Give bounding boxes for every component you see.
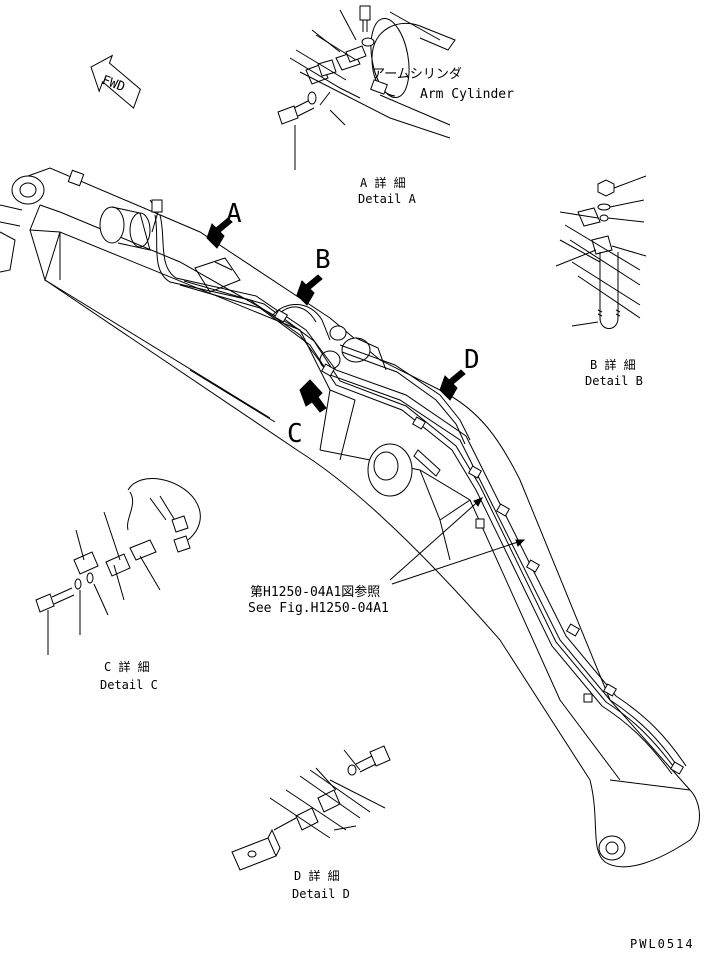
- callout-arrows: [206, 217, 466, 413]
- arm-tip-pin-boss: [598, 835, 626, 861]
- callout-arrow-a: [206, 217, 233, 249]
- detail-a-label-en: Detail A: [358, 192, 417, 206]
- detail-a-label-jp: A 詳 細: [360, 175, 406, 190]
- callout-c-leader: [189, 369, 276, 423]
- arm-cylinder-fittings: [67, 169, 387, 371]
- callout-arrow-b: [296, 274, 323, 306]
- drawing-code: PWL0514: [630, 937, 695, 951]
- see-fig-label-jp: 第H1250-04A1図参照: [250, 584, 380, 600]
- detail-b: [555, 175, 647, 329]
- arm-assembly: [0, 167, 700, 868]
- arm-cylinder-label-jp: アームシリンダ: [372, 67, 462, 82]
- hose-bundle: [154, 214, 687, 775]
- detail-d: [231, 745, 391, 871]
- detail-a: [277, 5, 456, 170]
- callout-arrow-d: [439, 369, 466, 401]
- detail-c-label-en: Detail C: [100, 678, 158, 692]
- see-fig-leaders: [389, 497, 526, 585]
- arm-side-boss: [367, 443, 413, 497]
- detail-c: [35, 478, 201, 655]
- callout-label-c: C: [287, 419, 303, 449]
- arm-foot-boss: [11, 175, 45, 205]
- detail-c-label-jp: C 詳 細: [104, 659, 150, 674]
- callout-arrow-c: [299, 379, 327, 413]
- hose-clamps: [273, 309, 685, 775]
- see-fig-label-en: See Fig.H1250-04A1: [248, 601, 389, 616]
- detail-b-label-en: Detail B: [585, 374, 643, 388]
- detail-d-label-en: Detail D: [292, 887, 350, 901]
- arm-cylinder-label-en: Arm Cylinder: [420, 87, 514, 102]
- callout-label-d: D: [464, 345, 480, 375]
- detail-d-label-jp: D 詳 細: [294, 868, 340, 883]
- fwd-arrow: FWD: [90, 54, 141, 109]
- callout-label-a: A: [226, 199, 242, 229]
- detail-b-label-jp: B 詳 細: [590, 357, 636, 372]
- callout-label-b: B: [315, 245, 331, 275]
